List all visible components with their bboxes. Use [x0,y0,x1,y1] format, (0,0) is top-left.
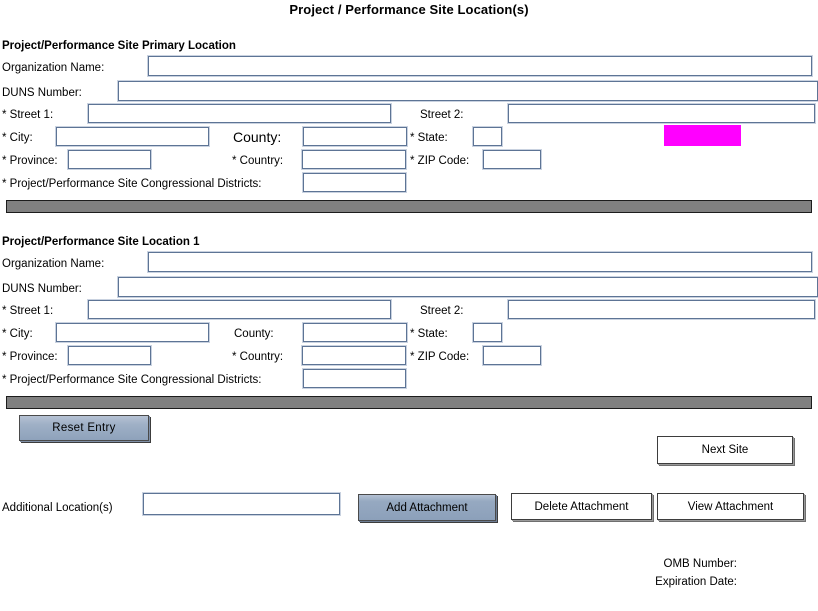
label-country-primary: * Country: [232,155,284,167]
input-congressional-districts-location1[interactable] [303,369,406,388]
delete-attachment-button[interactable]: Delete Attachment [511,493,652,520]
label-organization-name-primary: Organization Name: [2,62,105,74]
section-separator-2 [6,396,812,409]
input-organization-name-location1[interactable] [148,252,812,272]
input-zip-code-primary[interactable] [483,150,541,169]
reset-entry-button[interactable]: Reset Entry [19,415,149,441]
input-duns-number-primary[interactable] [118,81,818,101]
highlight-block [664,125,741,146]
input-province-location1[interactable] [68,346,151,365]
label-street2-location1: Street 2: [420,305,464,317]
label-organization-name-location1: Organization Name: [2,258,105,270]
label-street1-primary: * Street 1: [2,109,54,121]
section-heading-location-1: Project/Performance Site Location 1 [2,236,200,248]
input-street2-location1[interactable] [508,300,815,319]
label-county-location1: County: [234,328,274,340]
label-county-primary: County: [233,129,282,145]
input-organization-name-primary[interactable] [148,56,812,76]
input-duns-number-location1[interactable] [118,277,818,297]
next-site-button[interactable]: Next Site [657,436,793,464]
page-title: Project / Performance Site Location(s) [289,2,529,17]
input-province-primary[interactable] [68,150,151,169]
label-expiration-date: Expiration Date: [655,576,737,588]
label-state-location1: * State: [410,328,448,340]
input-city-primary[interactable] [56,127,209,146]
label-province-location1: * Province: [2,351,58,363]
label-city-primary: * City: [2,132,33,144]
label-country-location1: * Country: [232,351,284,363]
label-street1-location1: * Street 1: [2,305,54,317]
input-street1-location1[interactable] [88,300,391,319]
input-congressional-districts-primary[interactable] [303,173,406,192]
label-city-location1: * City: [2,328,33,340]
label-congressional-districts-primary: * Project/Performance Site Congressional… [2,178,262,190]
section-separator-1 [6,200,812,213]
label-state-primary: * State: [410,132,448,144]
label-province-primary: * Province: [2,155,58,167]
input-street1-primary[interactable] [88,104,391,123]
label-zip-code-primary: * ZIP Code: [410,155,470,167]
input-additional-locations[interactable] [143,493,340,515]
input-city-location1[interactable] [56,323,209,342]
input-county-location1[interactable] [303,323,407,342]
label-omb-number: OMB Number: [663,558,738,570]
add-attachment-button[interactable]: Add Attachment [358,494,496,521]
input-country-primary[interactable] [302,150,406,169]
input-street2-primary[interactable] [508,104,815,123]
input-country-location1[interactable] [302,346,406,365]
section-heading-primary-location: Project/Performance Site Primary Locatio… [2,40,236,52]
label-congressional-districts-location1: * Project/Performance Site Congressional… [2,374,262,386]
input-state-primary[interactable] [473,127,502,146]
label-street2-primary: Street 2: [420,109,464,121]
view-attachment-button[interactable]: View Attachment [657,493,804,520]
input-county-primary[interactable] [303,127,407,146]
label-additional-locations: Additional Location(s) [2,502,113,514]
input-zip-code-location1[interactable] [483,346,541,365]
label-zip-code-location1: * ZIP Code: [410,351,470,363]
label-duns-number-location1: DUNS Number: [2,283,82,295]
label-duns-number-primary: DUNS Number: [2,87,82,99]
input-state-location1[interactable] [473,323,502,342]
